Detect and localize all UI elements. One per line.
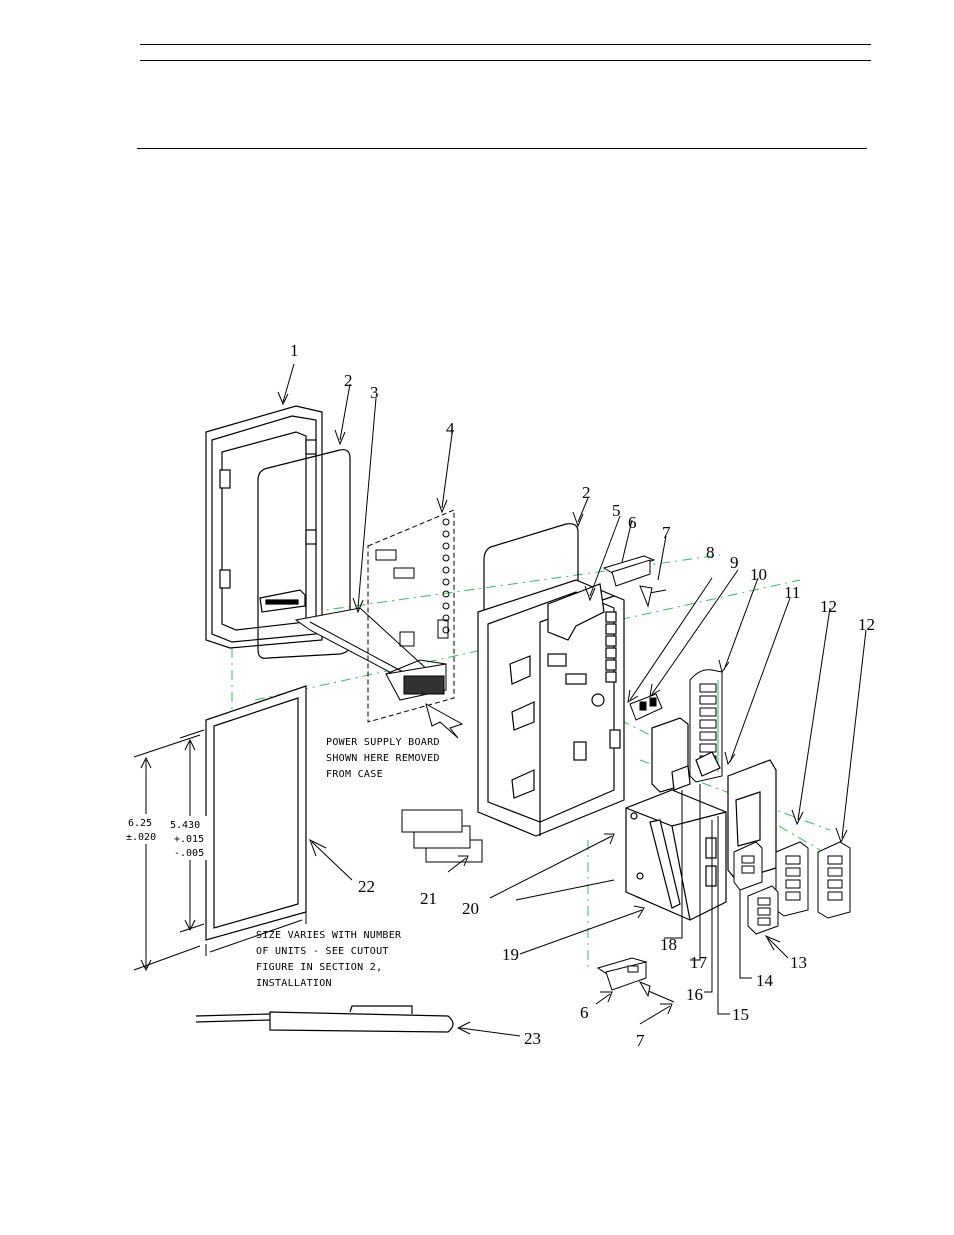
note-line: FIGURE IN SECTION 2, <box>256 962 382 973</box>
callout-8: 8 <box>706 543 715 562</box>
note-line: SIZE VARIES WITH NUMBER <box>256 930 402 941</box>
part-5-case-housing <box>478 580 624 836</box>
note-line: POWER SUPPLY BOARD <box>326 737 440 748</box>
callout-11: 11 <box>784 583 800 602</box>
callout-12-b: 12 <box>858 615 875 634</box>
callout-21: 21 <box>420 889 437 908</box>
callout-19: 19 <box>502 945 519 964</box>
note-line: SHOWN HERE REMOVED <box>326 753 440 764</box>
dim-inner-tolerance-minus: -.005 <box>174 848 204 859</box>
part-1-front-bezel <box>206 406 322 648</box>
part-7-screw-top <box>640 586 666 606</box>
callout-18: 18 <box>660 935 677 954</box>
callout-17: 17 <box>690 953 708 972</box>
callout-22: 22 <box>358 877 375 896</box>
callout-3: 3 <box>370 383 379 402</box>
part-7-screw-bottom <box>640 982 674 1002</box>
part-13-terminal-plug <box>748 886 778 934</box>
dimension-labels: 6.25 ±.020 5.430 +.015 -.005 <box>124 814 208 860</box>
callout-1: 1 <box>290 341 299 360</box>
callout-4: 4 <box>446 419 455 438</box>
callout-15: 15 <box>732 1005 749 1024</box>
note-line: OF UNITS - SEE CUTOUT <box>256 946 389 957</box>
callout-10: 10 <box>750 565 767 584</box>
note-size-varies: SIZE VARIES WITH NUMBER OF UNITS - SEE C… <box>256 930 402 989</box>
callout-23: 23 <box>524 1029 541 1048</box>
part-6-mounting-clip-bottom <box>598 958 646 990</box>
dim-outer-tolerance: ±.020 <box>126 832 156 843</box>
callout-13: 13 <box>790 953 807 972</box>
dim-inner-value: 5.430 <box>170 820 200 831</box>
callout-9: 9 <box>730 553 739 572</box>
note-line: INSTALLATION <box>256 978 332 989</box>
part-22-panel-cutout <box>206 686 306 940</box>
part-12-terminal-plug-a <box>776 842 808 916</box>
arrow-icon <box>426 704 462 738</box>
note-line: FROM CASE <box>326 769 383 780</box>
callout-6-bottom: 6 <box>580 1003 589 1022</box>
part-20-module-body <box>626 790 726 920</box>
part-6-mounting-clip-top <box>604 556 654 586</box>
callout-16: 16 <box>686 985 703 1004</box>
dim-outer-value: 6.25 <box>128 818 152 829</box>
callout-7-top: 7 <box>662 523 671 542</box>
part-12-terminal-plug-b <box>818 842 850 918</box>
callout-5: 5 <box>612 501 621 520</box>
dim-inner-tolerance-plus: +.015 <box>174 834 204 845</box>
callout-12-a: 12 <box>820 597 837 616</box>
callout-2-front: 2 <box>344 371 353 390</box>
part-21-labels <box>402 810 482 862</box>
note-power-supply-board: POWER SUPPLY BOARD SHOWN HERE REMOVED FR… <box>326 737 440 780</box>
part-4-power-supply-board <box>368 510 454 722</box>
callout-2-rear: 2 <box>582 483 591 502</box>
callout-20: 20 <box>462 899 479 918</box>
part-23-removal-tool <box>196 1006 453 1032</box>
callout-7-bottom: 7 <box>636 1031 645 1050</box>
callout-14: 14 <box>756 971 774 990</box>
callout-6-top: 6 <box>628 513 637 532</box>
